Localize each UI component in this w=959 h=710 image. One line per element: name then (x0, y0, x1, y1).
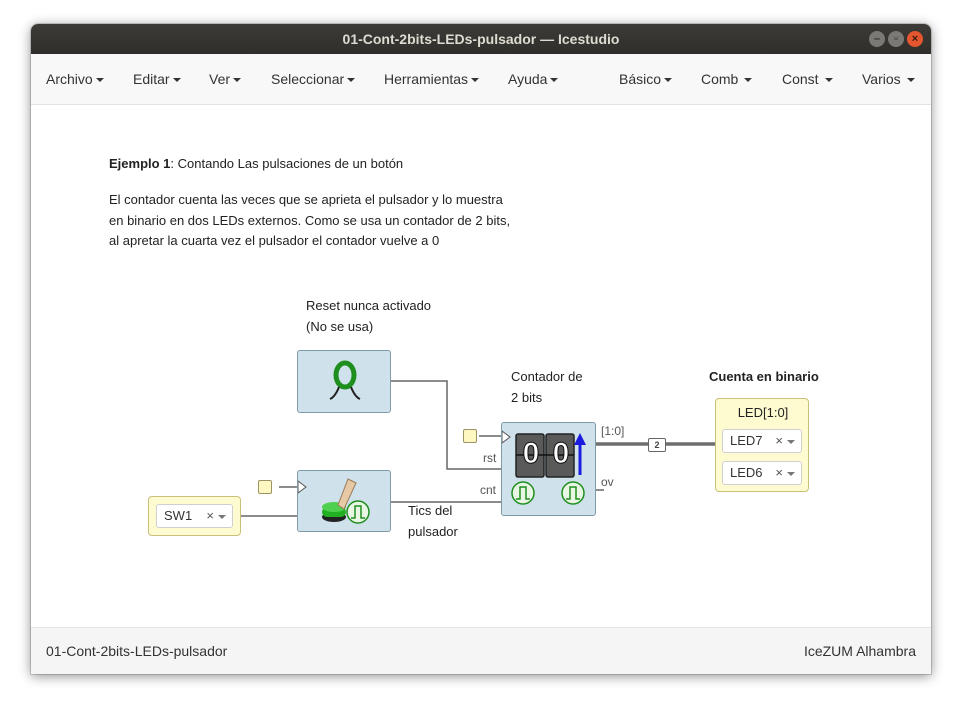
tics-comment-line-2: pulsador (408, 524, 458, 539)
menu-ver[interactable]: Ver (209, 54, 242, 104)
close-icon[interactable]: × (907, 31, 923, 47)
menu-basico[interactable]: Básico (619, 54, 673, 104)
caret-down-icon (824, 78, 833, 83)
wires-layer (241, 380, 715, 517)
sw1-pin-select[interactable]: SW1 × (156, 504, 233, 528)
led6-pin-select[interactable]: LED6 × (722, 461, 802, 485)
bus-width-badge: 2 (648, 438, 666, 452)
menu-comb[interactable]: Comb (701, 54, 753, 104)
clear-icon[interactable]: × (206, 508, 214, 523)
caret-down-icon (664, 78, 673, 83)
led7-pin-select[interactable]: LED7 × (722, 429, 802, 453)
caret-down-icon (906, 78, 915, 83)
caret-down-icon (172, 78, 181, 83)
port-rst-label: rst (483, 451, 497, 465)
caret-down-icon (744, 78, 753, 83)
minimize-icon[interactable]: – (869, 31, 885, 47)
port-cnt-label: cnt (480, 483, 497, 497)
clear-icon[interactable]: × (775, 465, 783, 480)
reset-comment-line-1: Reset nunca activado (306, 298, 432, 313)
window-title: 01-Cont-2bits-LEDs-pulsador — Icestudio (342, 31, 620, 47)
caret-down-icon (550, 78, 559, 83)
title-bar: 01-Cont-2bits-LEDs-pulsador — Icestudio … (31, 24, 931, 54)
counter-digit-0: 0 (552, 437, 570, 471)
menu-ayuda[interactable]: Ayuda (508, 54, 559, 104)
led-block-label: LED[1:0] (737, 405, 789, 420)
maximize-icon[interactable]: ▫ (888, 31, 904, 47)
counter-comment-line-1: Contador de (511, 369, 583, 384)
counter-comment-line-2: 2 bits (511, 390, 543, 405)
chevron-down-icon[interactable] (787, 472, 795, 476)
caret-down-icon (471, 78, 480, 83)
board-name[interactable]: IceZUM Alhambra (803, 643, 916, 659)
pulsador-block[interactable] (297, 470, 391, 532)
menu-editar[interactable]: Editar (133, 54, 181, 104)
intro-line-3: al apretar la cuarta vez el pulsador el … (109, 233, 440, 248)
clear-icon[interactable]: × (775, 433, 783, 448)
caret-down-icon (233, 78, 242, 83)
menu-const[interactable]: Const (782, 54, 833, 104)
intro-line-1: El contador cuenta las veces que se apri… (109, 192, 503, 207)
chevron-down-icon[interactable] (218, 515, 226, 519)
chevron-down-icon[interactable] (787, 440, 795, 444)
pushbutton-icon (297, 478, 370, 524)
constant-zero-icon (329, 360, 361, 400)
counter-digit-1: 0 (522, 437, 540, 471)
project-name: 01-Cont-2bits-LEDs-pulsador (46, 643, 228, 659)
status-footer: 01-Cont-2bits-LEDs-pulsador IceZUM Alham… (31, 627, 931, 674)
clock-input-pulsador[interactable] (258, 480, 272, 494)
window-controls: – ▫ × (869, 31, 923, 47)
output-title: Cuenta en binario (709, 369, 819, 384)
app-window: 01-Cont-2bits-LEDs-pulsador — Icestudio … (31, 24, 931, 674)
reset-comment-line-2: (No se usa) (306, 319, 374, 334)
wire-rst (391, 380, 501, 470)
design-canvas[interactable]: Ejemplo 1: Contando Las pulsaciones de u… (31, 105, 931, 627)
caret-down-icon (95, 78, 104, 83)
clock-input-contador[interactable] (463, 429, 477, 443)
input-sw1-block[interactable]: SW1 × (148, 496, 241, 536)
constant-zero-block[interactable] (297, 350, 391, 413)
menu-seleccionar[interactable]: Seleccionar (271, 54, 356, 104)
intro-line-2: en binario en dos LEDs externos. Como se… (109, 213, 511, 228)
menubar: Archivo Editar Ver Seleccionar Herramien… (31, 54, 931, 105)
menu-archivo[interactable]: Archivo (46, 54, 104, 104)
menu-herramientas[interactable]: Herramientas (384, 54, 480, 104)
counter-block[interactable]: 0 0 (501, 422, 596, 516)
tics-comment-line-1: Tics del (408, 503, 453, 518)
port-ov-label: ov (601, 475, 614, 489)
caret-down-icon (347, 78, 356, 83)
output-led-block[interactable]: LED[1:0] LED7 × LED6 × (715, 398, 809, 492)
menu-varios[interactable]: Varios (862, 54, 915, 104)
intro-heading: Ejemplo 1: Contando Las pulsaciones de u… (109, 156, 404, 171)
port-bus-label: [1:0] (601, 424, 625, 438)
counter-icon (501, 430, 586, 505)
